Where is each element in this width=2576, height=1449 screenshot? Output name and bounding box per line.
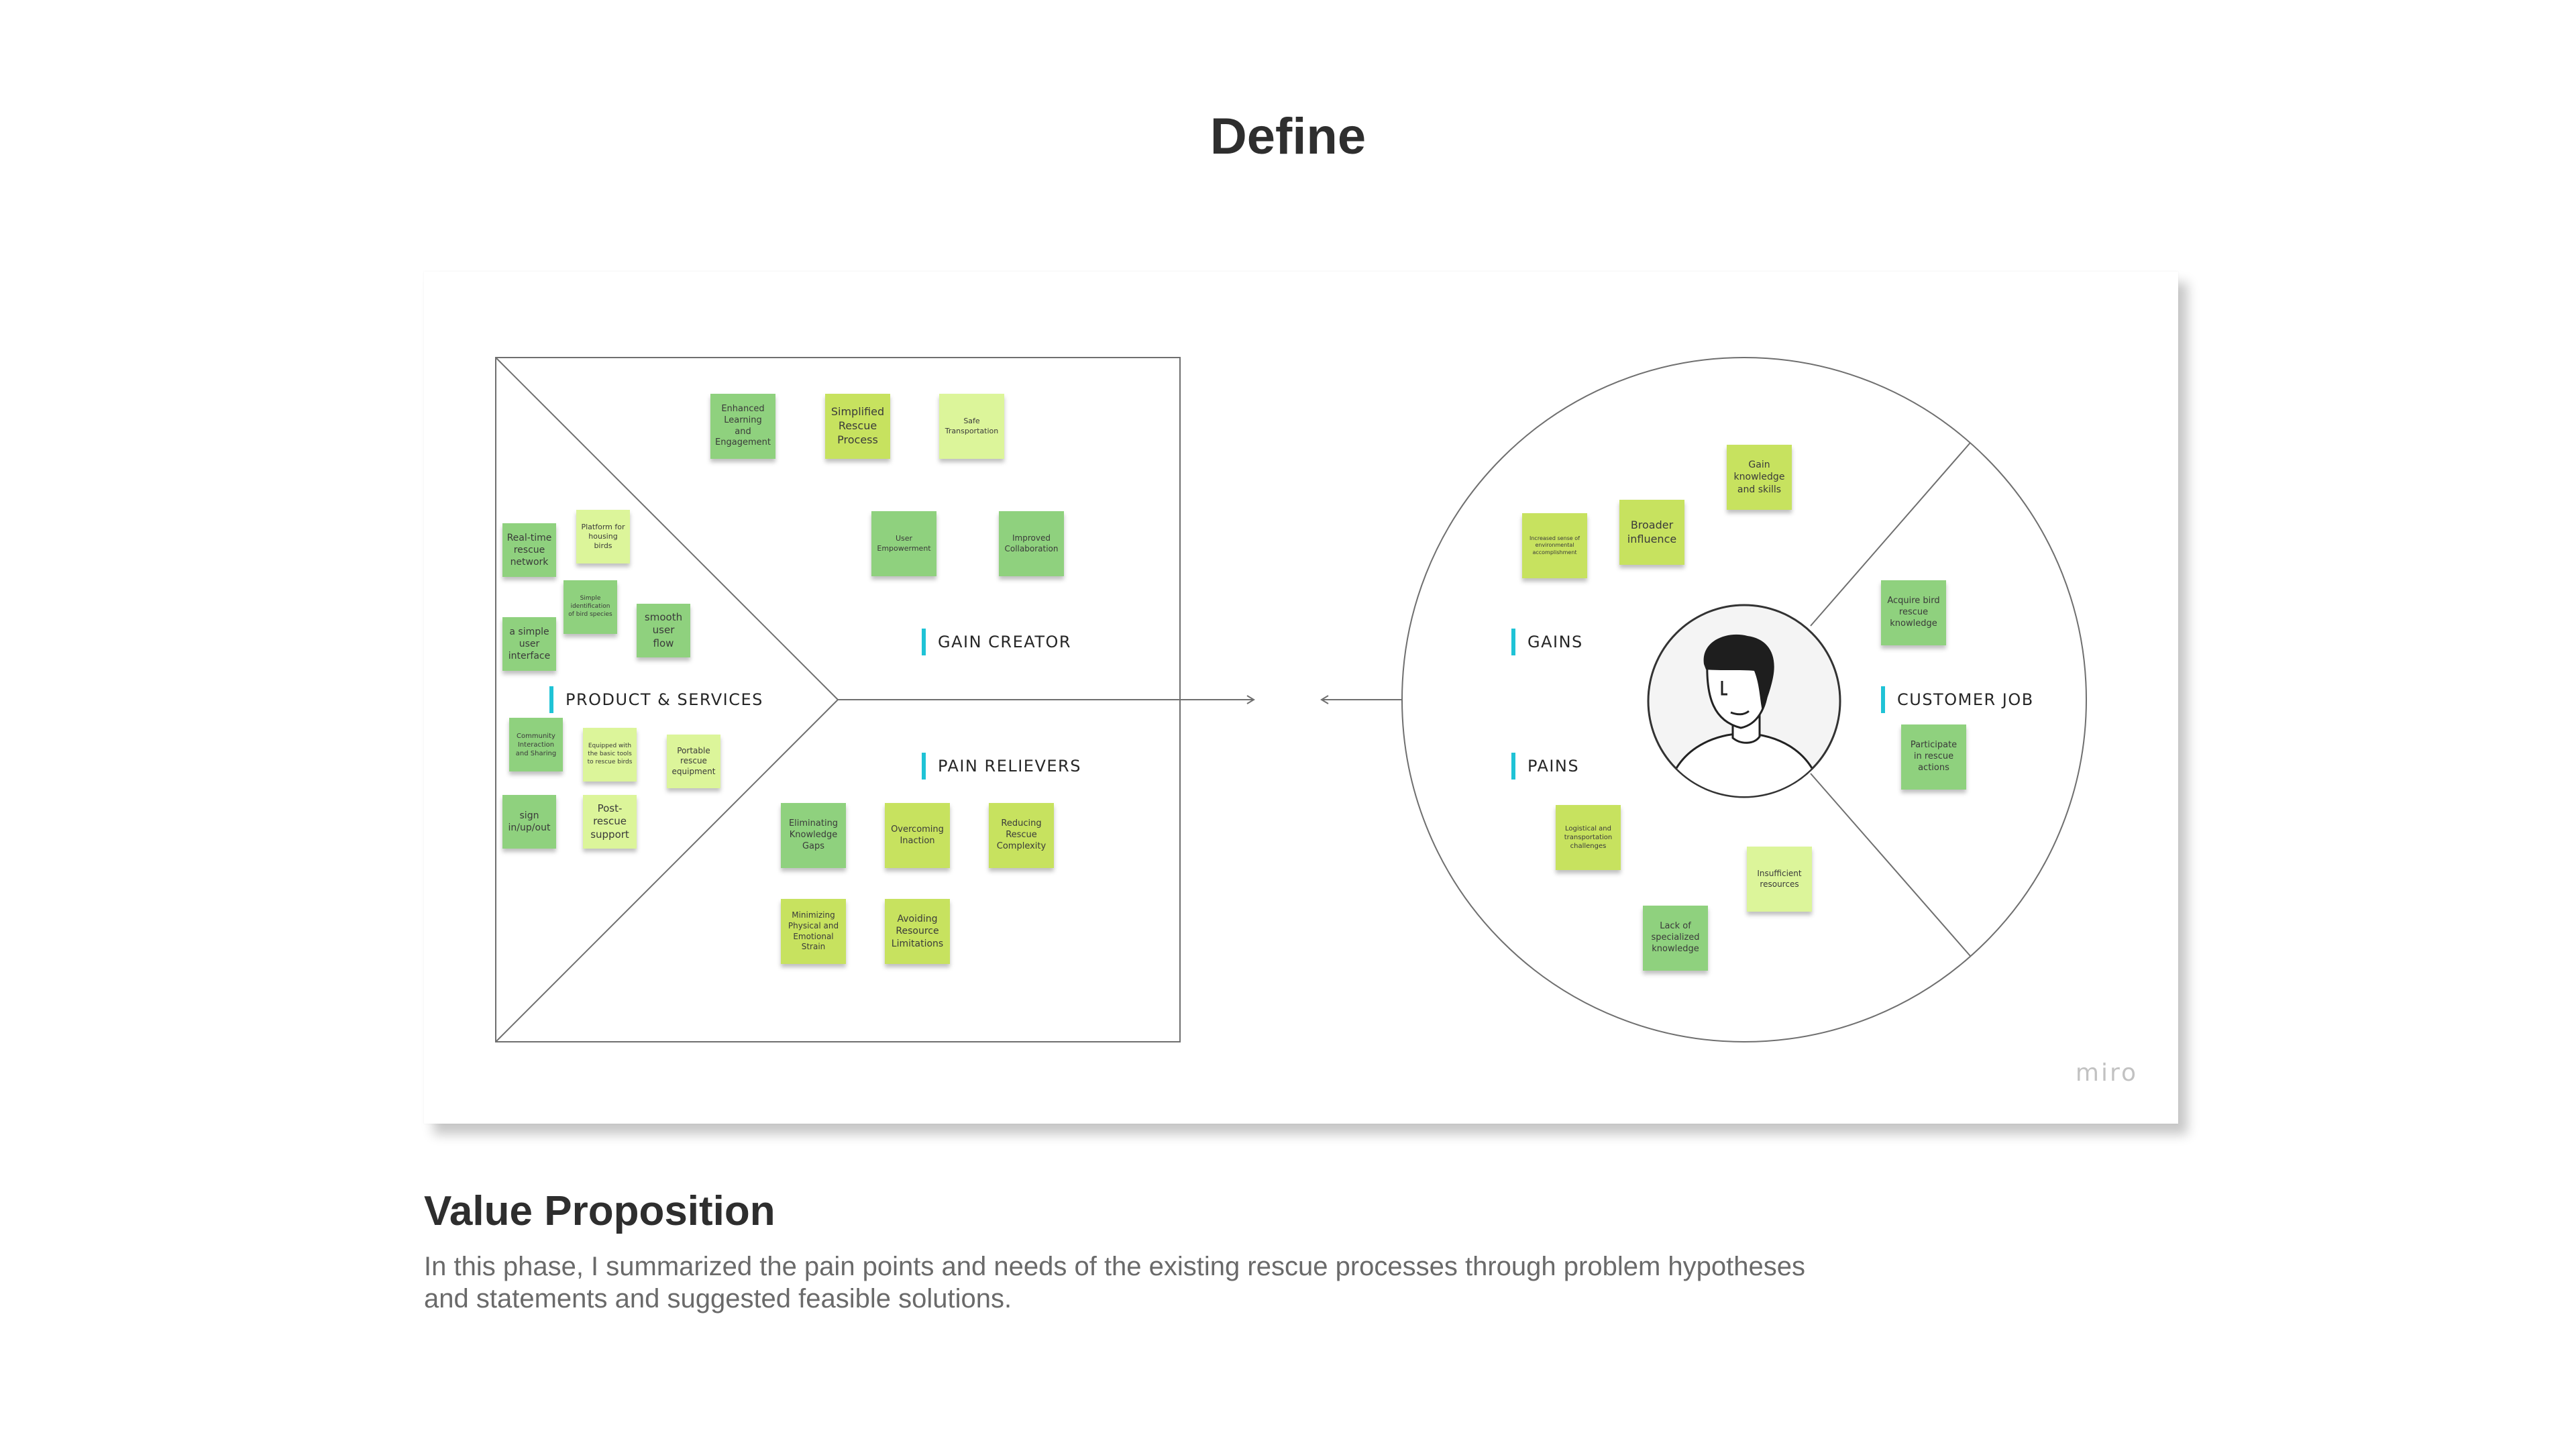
- sticky-note-product-service[interactable]: Simple identification of bird species: [564, 580, 617, 634]
- sticky-note-pain[interactable]: Insufficient resources: [1747, 847, 1812, 912]
- sticky-note-gain-creator[interactable]: Simplified Rescue Process: [825, 394, 890, 459]
- label-gains: GAINS: [1511, 629, 1583, 655]
- sticky-note-product-service[interactable]: a simple user interface: [502, 617, 556, 671]
- customer-avatar: [1647, 604, 1841, 798]
- customer-profile-circle: [1401, 357, 2087, 1042]
- customer-profile-divider-bottom: [1810, 773, 1971, 957]
- sticky-note-pain[interactable]: Logistical and transportation challenges: [1556, 805, 1621, 870]
- sticky-note-pain-reliever[interactable]: Overcoming Inaction: [885, 803, 950, 868]
- sticky-note-pain-reliever[interactable]: Reducing Rescue Complexity: [989, 803, 1054, 868]
- sticky-note-product-service[interactable]: sign in/up/out: [502, 795, 556, 849]
- sticky-note-gain-creator[interactable]: Improved Collaboration: [999, 511, 1064, 576]
- sticky-note-product-service[interactable]: Equipped with the basic tools to rescue …: [583, 728, 637, 782]
- label-text: PAINS: [1527, 757, 1580, 775]
- description-line: and statements and suggested feasible so…: [424, 1284, 1012, 1313]
- label-customer-job: CUSTOMER JOB: [1881, 686, 2034, 713]
- sticky-note-customer-job[interactable]: Participate in rescue actions: [1901, 724, 1966, 790]
- sticky-note-pain-reliever[interactable]: Avoiding Resource Limitations: [885, 899, 950, 964]
- label-accent-bar: [1511, 753, 1515, 780]
- label-accent-bar: [1881, 686, 1885, 713]
- label-text: GAINS: [1527, 633, 1583, 651]
- miro-logo: miro: [2075, 1059, 2138, 1087]
- value-map-diagonal-top: [495, 357, 839, 700]
- sticky-note-pain-reliever[interactable]: Minimizing Physical and Emotional Strain: [781, 899, 846, 964]
- label-text: CUSTOMER JOB: [1897, 690, 2034, 709]
- sticky-note-gain-creator[interactable]: Enhanced Learning and Engagement: [710, 394, 775, 459]
- sticky-note-gain[interactable]: Increased sense of environmental accompl…: [1522, 513, 1587, 578]
- sticky-note-customer-job[interactable]: Acquire bird rescue knowledge: [1881, 580, 1946, 645]
- customer-profile-divider-top: [1810, 442, 1971, 627]
- label-gain-creator: GAIN CREATOR: [922, 629, 1071, 655]
- sticky-note-product-service[interactable]: Post-rescue support: [583, 795, 637, 849]
- sticky-note-product-service[interactable]: smooth user flow: [637, 604, 690, 657]
- sticky-note-product-service[interactable]: Community Interaction and Sharing: [509, 718, 563, 771]
- label-text: PAIN RELIEVERS: [938, 757, 1081, 775]
- sticky-note-gain-creator[interactable]: Safe Transportation: [939, 394, 1004, 459]
- sticky-note-gain[interactable]: Gain knowledge and skills: [1727, 445, 1792, 510]
- fit-arrow-right-head: [1246, 695, 1255, 704]
- label-product-services: PRODUCT & SERVICES: [549, 686, 763, 713]
- value-map-diagonal-bottom: [495, 699, 839, 1042]
- section-description: In this phase, I summarized the pain poi…: [424, 1250, 1900, 1315]
- sticky-note-pain[interactable]: Lack of specialized knowledge: [1643, 906, 1708, 971]
- fit-arrow-left-head: [1320, 695, 1329, 704]
- section-heading: Value Proposition: [424, 1188, 775, 1234]
- sticky-note-gain[interactable]: Broader influence: [1619, 500, 1684, 565]
- label-pain-relievers: PAIN RELIEVERS: [922, 753, 1081, 780]
- label-accent-bar: [922, 629, 926, 655]
- label-accent-bar: [922, 753, 926, 780]
- miro-board[interactable]: GAIN CREATOR PRODUCT & SERVICES PAIN REL…: [424, 272, 2178, 1124]
- canvas-diagram: [495, 357, 2087, 1042]
- label-text: PRODUCT & SERVICES: [566, 690, 763, 709]
- sticky-note-pain-reliever[interactable]: Eliminating Knowledge Gaps: [781, 803, 846, 868]
- label-accent-bar: [549, 686, 553, 713]
- page-title: Define: [1210, 108, 1366, 165]
- sticky-note-product-service[interactable]: Real-time rescue network: [502, 523, 556, 577]
- label-accent-bar: [1511, 629, 1515, 655]
- label-pains: PAINS: [1511, 753, 1579, 780]
- label-text: GAIN CREATOR: [938, 633, 1072, 651]
- sticky-note-product-service[interactable]: Platform for housing birds: [576, 510, 630, 564]
- description-line: In this phase, I summarized the pain poi…: [424, 1252, 1805, 1281]
- sticky-note-gain-creator[interactable]: User Empowerment: [871, 511, 936, 576]
- sticky-note-product-service[interactable]: Portable rescue equipment: [667, 735, 720, 788]
